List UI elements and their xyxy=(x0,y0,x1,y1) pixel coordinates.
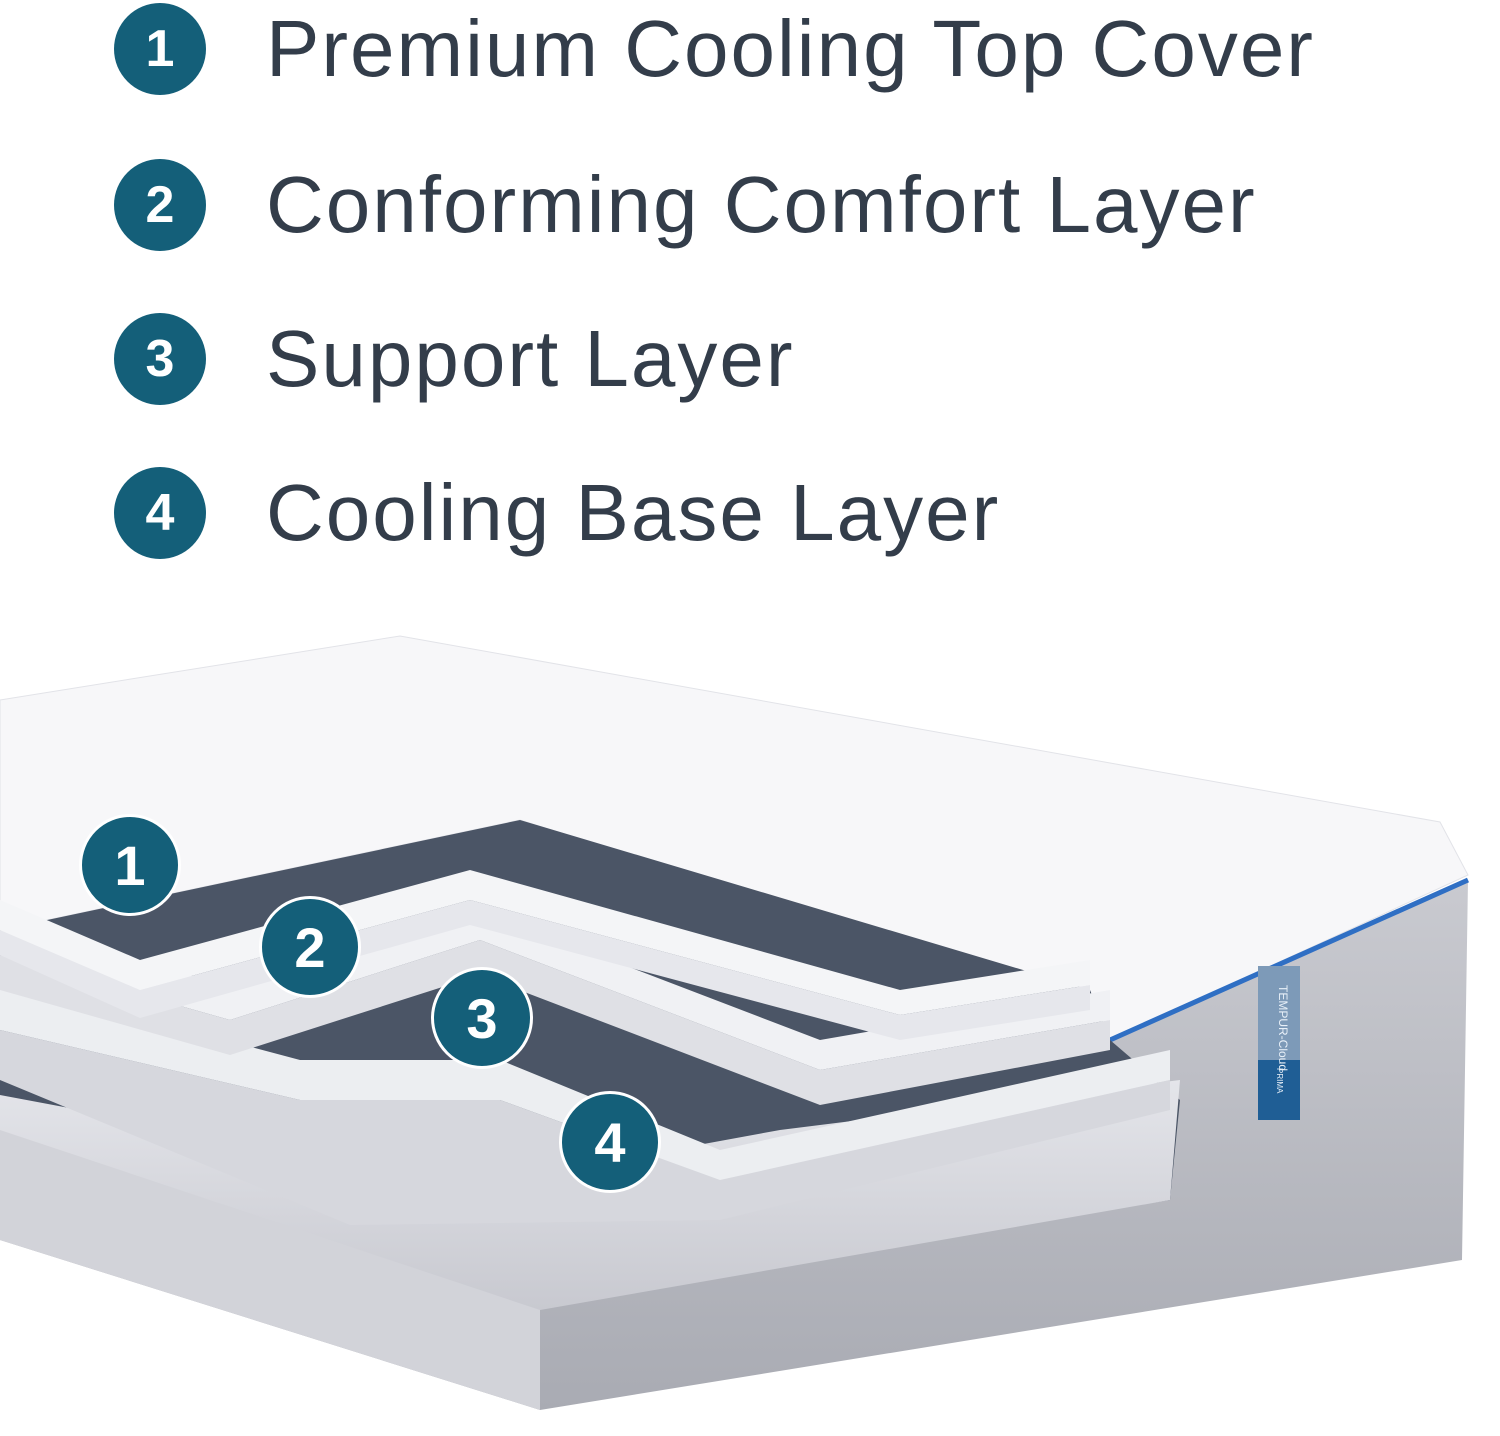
number-badge: 4 xyxy=(114,467,206,559)
legend-label: Premium Cooling Top Cover xyxy=(266,4,1315,93)
legend-label: Support Layer xyxy=(266,314,795,403)
brand-tag-text: TEMPUR-Cloud xyxy=(1276,985,1290,1072)
number-badge: 2 xyxy=(114,159,206,251)
layer-marker-2: 2 xyxy=(259,896,361,998)
legend-label: Cooling Base Layer xyxy=(266,468,1001,557)
model-tag-text: PRIMA xyxy=(1275,1068,1284,1094)
layer-marker-4: 4 xyxy=(559,1091,661,1193)
legend-item-1: 1 Premium Cooling Top Cover xyxy=(114,2,1315,96)
legend-item-2: 2 Conforming Comfort Layer xyxy=(114,158,1257,252)
layer-marker-1: 1 xyxy=(79,814,181,916)
layer-1-cover-foam xyxy=(0,900,1090,1040)
number-badge: 3 xyxy=(114,313,206,405)
legend-item-4: 4 Cooling Base Layer xyxy=(114,466,1000,560)
legend-label: Conforming Comfort Layer xyxy=(266,160,1257,249)
layer-2-comfort xyxy=(0,940,1110,1105)
layer-3-support xyxy=(0,1030,1170,1225)
number-badge: 1 xyxy=(114,3,206,95)
layer-marker-3: 3 xyxy=(431,967,533,1069)
legend-item-3: 3 Support Layer xyxy=(114,312,795,406)
mattress-front-face xyxy=(0,1100,540,1410)
